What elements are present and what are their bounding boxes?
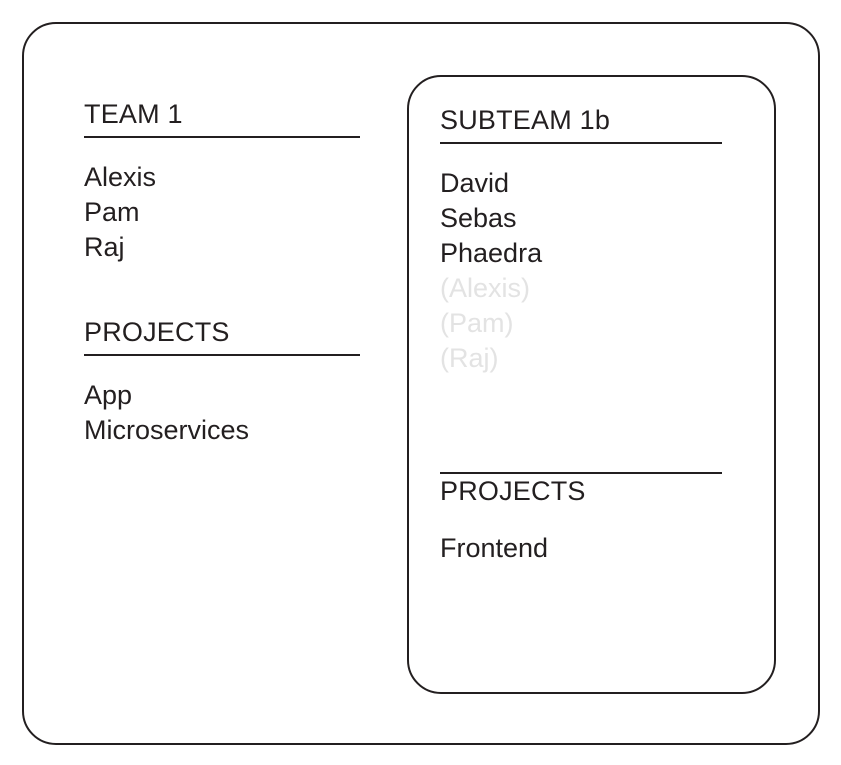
subteam-members-section: SUBTEAM 1b David Sebas Phaedra (Alexis) … bbox=[440, 104, 722, 376]
subteam-projects-title-rule bbox=[440, 472, 722, 474]
list-item: Raj bbox=[84, 232, 125, 262]
list-item-inherited: (Alexis) bbox=[440, 273, 531, 303]
subteam-container bbox=[407, 75, 776, 694]
list-item-inherited: (Raj) bbox=[440, 343, 499, 373]
list-item: Sebas bbox=[440, 203, 517, 233]
list-item: Pam bbox=[84, 197, 140, 227]
team-title-rule bbox=[84, 136, 360, 138]
subteam-projects-title: PROJECTS bbox=[440, 476, 586, 506]
team-projects-title-rule bbox=[84, 354, 360, 356]
team-member-list: Alexis Pam Raj bbox=[84, 160, 360, 265]
subteam-title: SUBTEAM 1b bbox=[440, 105, 611, 135]
team-project-list: App Microservices bbox=[84, 378, 360, 448]
list-item: Alexis bbox=[84, 162, 157, 192]
subteam-projects-section: PROJECTS Frontend bbox=[440, 472, 722, 566]
subteam-project-list: Frontend bbox=[440, 531, 722, 566]
subteam-title-rule bbox=[440, 142, 722, 144]
subteam-member-list: David Sebas Phaedra (Alexis) (Pam) (Raj) bbox=[440, 166, 722, 376]
list-item: Frontend bbox=[440, 533, 549, 563]
list-item-inherited: (Pam) bbox=[440, 308, 514, 338]
team-members-section: TEAM 1 Alexis Pam Raj bbox=[84, 98, 360, 265]
list-item: David bbox=[440, 168, 510, 198]
team-projects-title: PROJECTS bbox=[84, 317, 230, 347]
list-item: App bbox=[84, 380, 133, 410]
list-item: Phaedra bbox=[440, 238, 543, 268]
team-projects-section: PROJECTS App Microservices bbox=[84, 316, 360, 448]
team-title: TEAM 1 bbox=[84, 99, 183, 129]
list-item: Microservices bbox=[84, 415, 250, 445]
